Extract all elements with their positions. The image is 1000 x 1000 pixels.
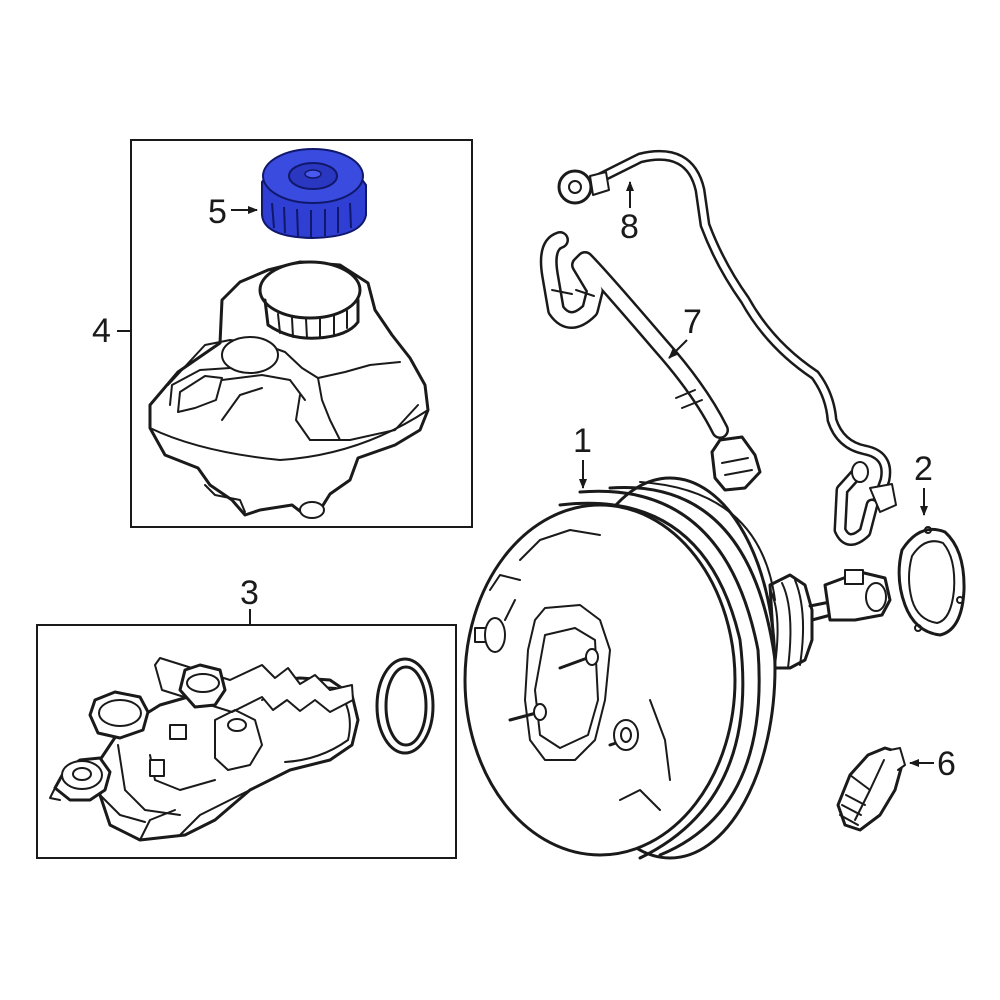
master-cylinder bbox=[49, 657, 360, 842]
master-cylinder-group-box bbox=[36, 624, 457, 859]
booster-gasket bbox=[897, 526, 966, 637]
callout-2: 2 bbox=[914, 450, 933, 488]
brake-fluid-reservoir bbox=[148, 260, 430, 519]
callout-3: 3 bbox=[240, 574, 259, 612]
callout-8: 8 bbox=[620, 208, 639, 246]
callout-6: 6 bbox=[937, 745, 956, 783]
callout-1: 1 bbox=[573, 422, 592, 460]
brake-booster bbox=[463, 476, 892, 860]
pressure-sensor bbox=[836, 746, 906, 832]
callout-7: 7 bbox=[683, 303, 702, 341]
master-cylinder-seal bbox=[375, 657, 435, 755]
reservoir-cap-part-5[interactable] bbox=[261, 148, 367, 240]
vacuum-line bbox=[557, 149, 897, 546]
vacuum-hose bbox=[539, 231, 762, 492]
callout-5: 5 bbox=[208, 193, 227, 231]
callout-4: 4 bbox=[92, 312, 111, 350]
leader-7 bbox=[668, 339, 688, 359]
reservoir-group-box bbox=[130, 139, 473, 528]
